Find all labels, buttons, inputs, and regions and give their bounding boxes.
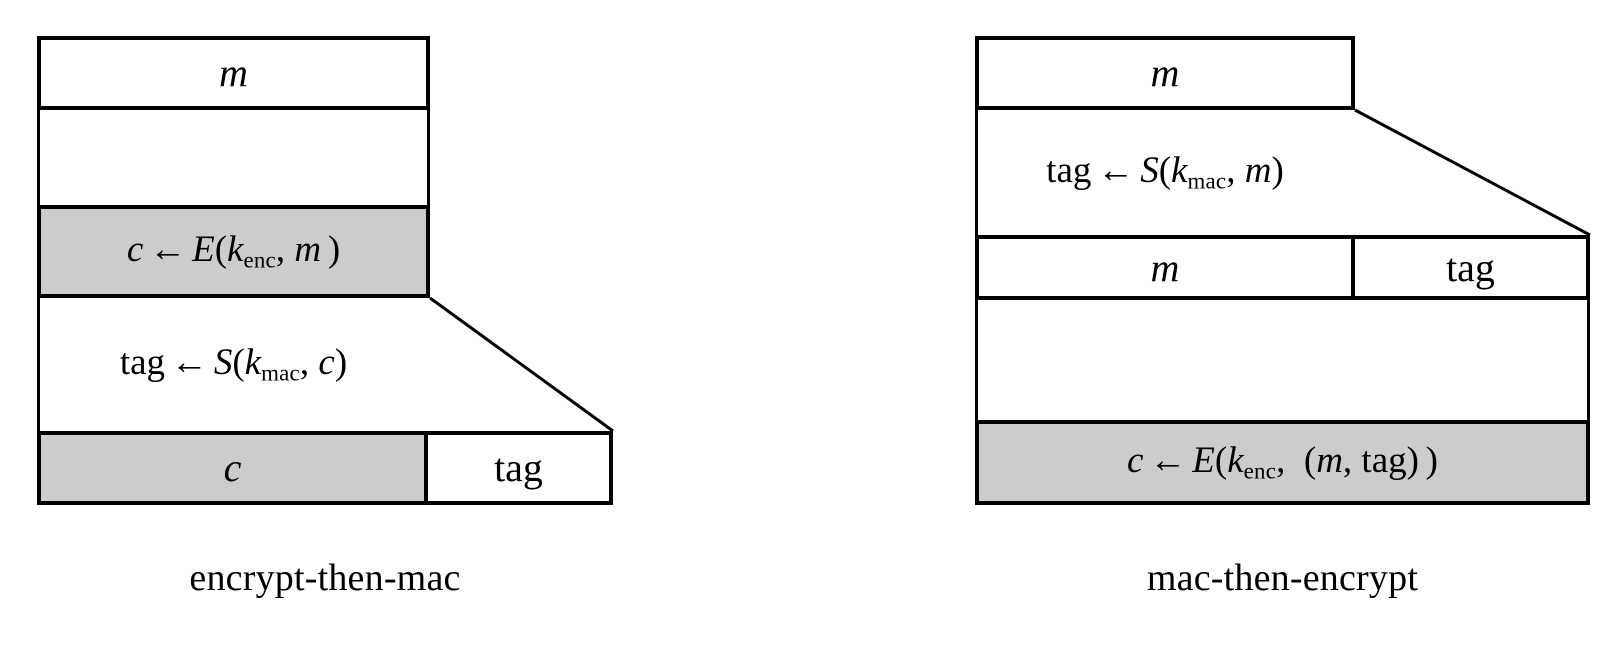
left-mac-step-label: tag←S(kmac, c): [119, 341, 348, 386]
left-output-box: c tag: [37, 431, 613, 505]
left-message-label: m: [219, 50, 248, 95]
right-intermediate-message-label: m: [1150, 244, 1180, 290]
left-encrypt-box: c←E(kenc, m): [37, 205, 430, 298]
right-message-label: m: [1150, 50, 1180, 95]
left-output-tag-label: tag: [494, 445, 543, 490]
right-intermediate-box: m tag: [975, 235, 1590, 300]
left-caption: encrypt-then-mac: [189, 557, 461, 599]
right-intermediate-message-cell: m: [979, 239, 1355, 296]
right-intermediate-tag-cell: tag: [1355, 239, 1586, 296]
right-encrypt-box: c←E(kenc, (m, tag)): [975, 420, 1590, 505]
left-encrypt-label: c←E(kenc, m): [126, 228, 341, 273]
left-output-tag-cell: tag: [428, 435, 609, 501]
left-message-box: m: [37, 36, 430, 110]
left-output-ciphertext-label: c: [223, 445, 242, 490]
right-encrypt-label: c←E(kenc, (m, tag)): [1127, 439, 1438, 484]
right-caption: mac-then-encrypt: [1146, 557, 1419, 599]
right-mac-step-label: tag←S(kmac, m): [1046, 149, 1284, 194]
left-output-ciphertext-cell: c: [41, 435, 428, 501]
right-message-box: m: [975, 36, 1355, 110]
right-intermediate-tag-label: tag: [1446, 244, 1495, 290]
